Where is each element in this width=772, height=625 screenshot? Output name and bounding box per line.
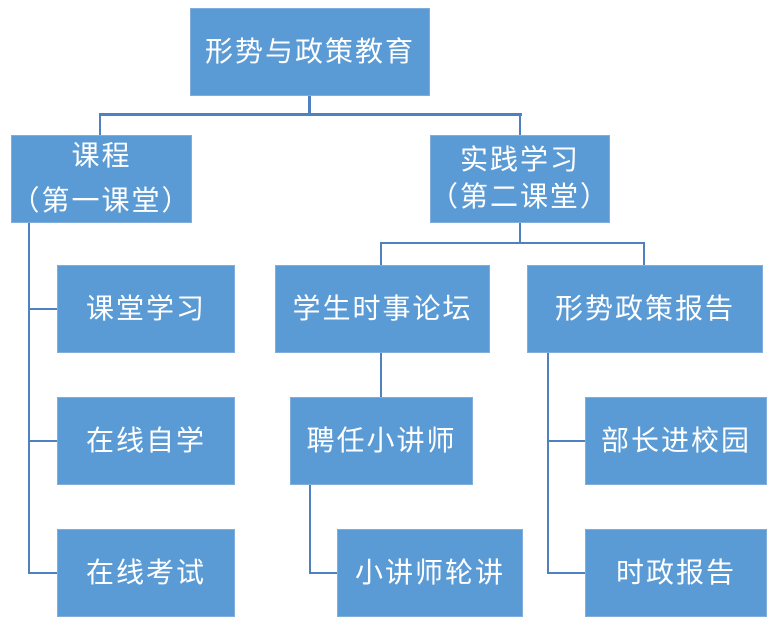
connector-lecturers-trunk [309,485,311,574]
node-label: 形势政策报告 [554,293,735,325]
node-label: 聘任小讲师 [306,425,457,457]
node-online-exam: 在线考试 [57,529,235,617]
connector-forum-drop [380,242,382,265]
node-label-line1: 课程 [71,141,132,172]
node-classroom-study: 课堂学习 [57,265,235,353]
node-label: 学生时事论坛 [292,293,473,325]
node-practice-second-classroom: 实践学习 （第二课堂） [430,135,610,223]
node-label: 时政报告 [615,557,736,589]
node-student-current-affairs-forum: 学生时事论坛 [275,265,490,353]
connector-forum-to-lecturers [380,353,382,397]
node-online-self-study: 在线自学 [57,397,235,485]
node-appoint-junior-lecturers: 聘任小讲师 [290,397,473,485]
connector-exam-stub [28,572,57,574]
node-situation-policy-education: 形势与政策教育 [190,8,430,96]
node-minister-into-campus: 部长进校园 [585,397,767,485]
node-label-line2: （第一课堂） [11,186,192,217]
connector-report-trunk [547,353,549,574]
node-situation-policy-report: 形势政策报告 [527,265,763,353]
connector-level1-bar [99,113,522,116]
connector-politics-stub [547,572,585,574]
connector-minister-stub [547,440,585,442]
node-label-line2: （第二课堂） [430,182,611,213]
connector-course-drop [99,113,101,136]
node-label: 在线考试 [85,557,206,589]
node-label: 在线自学 [85,425,206,457]
connector-rotation-stub [309,572,337,574]
connector-report-drop [643,242,645,265]
node-label: 部长进校园 [600,425,751,457]
connector-selfstudy-stub [28,440,57,442]
node-label: 小讲师轮讲 [354,557,505,589]
connector-course-trunk [28,223,30,574]
node-junior-lecturer-rotation: 小讲师轮讲 [337,529,523,617]
node-course-first-classroom: 课程 （第一课堂） [11,135,192,223]
connector-level2-bar [380,242,645,244]
node-label-line1: 实践学习 [459,145,580,176]
connector-practice-drop [519,113,521,136]
node-label: 课堂学习 [85,293,206,325]
connector-practice-stem [519,223,521,244]
node-label: 形势与政策教育 [204,36,415,68]
connector-classroom-stub [28,308,57,310]
connector-root-stem [308,96,311,115]
node-current-politics-report: 时政报告 [585,529,767,617]
